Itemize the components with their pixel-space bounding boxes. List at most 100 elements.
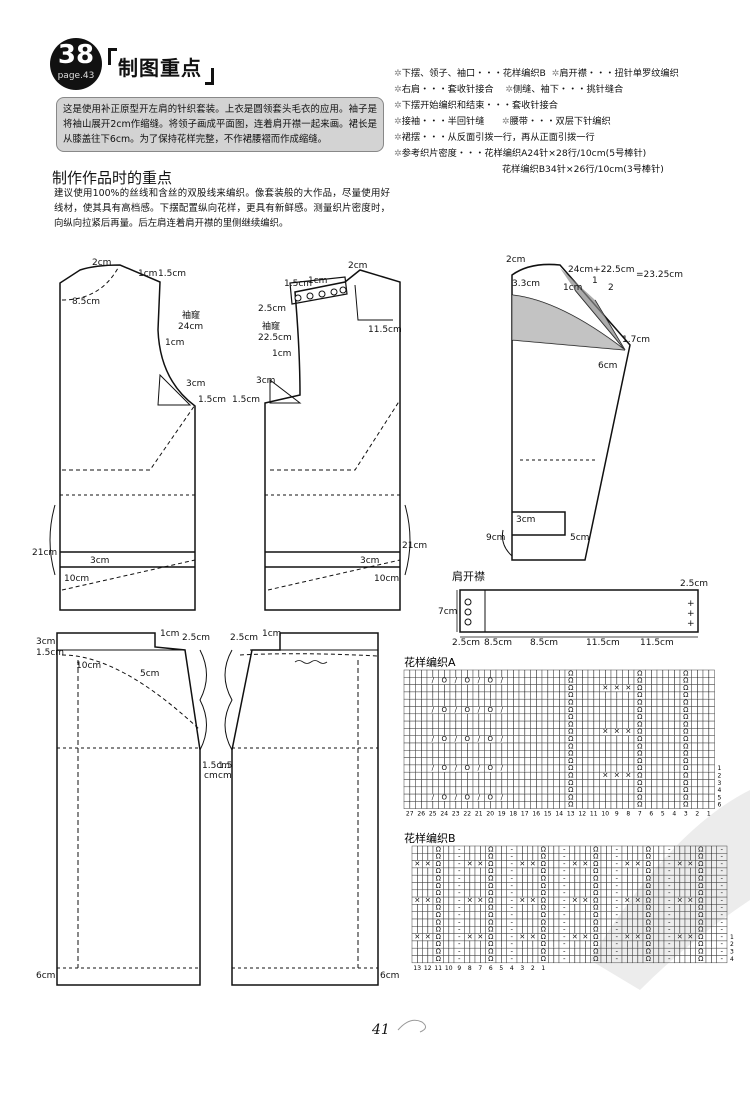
svg-text:|: |: [558, 720, 560, 728]
svg-text:|: |: [489, 713, 491, 721]
svg-text:Ω: Ω: [436, 955, 442, 963]
svg-text:O: O: [487, 793, 493, 801]
svg-text:|: |: [708, 735, 710, 743]
column-number: 3: [684, 811, 688, 818]
svg-text:|: |: [524, 779, 526, 787]
svg-text:✕: ✕: [625, 684, 631, 692]
svg-text:O: O: [487, 764, 493, 772]
svg-text:|: |: [673, 786, 675, 794]
svg-text:|: |: [581, 735, 583, 743]
svg-text:-: -: [720, 845, 723, 853]
svg-text:6cm: 6cm: [598, 361, 617, 371]
svg-text:|: |: [627, 706, 629, 714]
svg-text:|: |: [455, 728, 457, 736]
svg-text:|: |: [662, 779, 664, 787]
svg-text:|: |: [604, 742, 606, 750]
note-row: ✲参考织片密度・・・花样编织A24针×28行/10cm(5号棒针): [394, 148, 647, 159]
svg-text:|: |: [696, 720, 698, 728]
svg-text:O: O: [441, 735, 447, 743]
svg-text:|: |: [708, 728, 710, 736]
svg-text:Ω: Ω: [568, 801, 574, 809]
svg-text:|: |: [416, 853, 418, 861]
column-number: 24: [440, 811, 448, 818]
svg-text:|: |: [708, 786, 710, 794]
svg-text:|: |: [547, 728, 549, 736]
svg-text:1.5cm: 1.5cm: [232, 395, 260, 405]
svg-text:|: |: [443, 786, 445, 794]
svg-text:Ω: Ω: [637, 706, 643, 714]
svg-text:|: |: [535, 713, 537, 721]
svg-text:|: |: [524, 764, 526, 772]
svg-text:3cm: 3cm: [256, 376, 275, 386]
svg-text:6cm: 6cm: [36, 971, 55, 981]
svg-text:|: |: [455, 684, 457, 692]
svg-text:Ω: Ω: [683, 669, 689, 677]
svg-text:|: |: [604, 720, 606, 728]
svg-text:|: |: [535, 684, 537, 692]
svg-text:-: -: [563, 845, 566, 853]
svg-text:|: |: [593, 735, 595, 743]
svg-text:|: |: [650, 772, 652, 780]
page-title: 制图重点: [108, 48, 214, 85]
svg-text:|: |: [626, 845, 628, 853]
svg-text:|: |: [584, 845, 586, 853]
svg-text:Ω: Ω: [436, 845, 442, 853]
svg-text:|: |: [673, 706, 675, 714]
svg-text:|: |: [512, 779, 514, 787]
page-number-swirl: [397, 1019, 426, 1033]
svg-text:|: |: [455, 699, 457, 707]
svg-text:10cm: 10cm: [374, 574, 399, 584]
svg-text:|: |: [581, 677, 583, 685]
svg-text:|: |: [581, 742, 583, 750]
svg-text:|: |: [616, 757, 618, 765]
svg-text:Ω: Ω: [637, 801, 643, 809]
svg-text:|: |: [512, 801, 514, 809]
svg-text:|: |: [696, 742, 698, 750]
svg-text:|: |: [409, 677, 411, 685]
svg-text:|: |: [627, 699, 629, 707]
svg-text:Ω: Ω: [637, 793, 643, 801]
svg-text:|: |: [478, 757, 480, 765]
svg-text:|: |: [432, 742, 434, 750]
svg-text:+: +: [687, 609, 695, 619]
svg-text:Ω: Ω: [683, 735, 689, 743]
svg-text:O: O: [464, 764, 470, 772]
stitch-chart-a: ||||||||||||||Ω|||||Ω|||Ω||||/O/O/O/||||…: [403, 669, 722, 818]
svg-text:5cm: 5cm: [570, 533, 589, 543]
svg-text:8.5cm: 8.5cm: [72, 297, 100, 307]
svg-text:|: |: [501, 786, 503, 794]
svg-text:O: O: [464, 793, 470, 801]
neck-buttons: [294, 286, 347, 302]
svg-text:|: |: [512, 786, 514, 794]
svg-text:|: |: [409, 801, 411, 809]
svg-text:|: |: [581, 764, 583, 772]
svg-text:|: |: [535, 786, 537, 794]
section-heading: 制作作品时的重点: [52, 169, 173, 187]
svg-text:|: |: [627, 801, 629, 809]
svg-text:|: |: [673, 801, 675, 809]
svg-text:|: |: [420, 699, 422, 707]
svg-text:✕: ✕: [614, 684, 620, 692]
svg-text:|: |: [501, 699, 503, 707]
svg-text:|: |: [558, 764, 560, 772]
note-row: ✲右肩・・・套收针接合 ✲侧缝、袖下・・・挑针缝合: [394, 84, 624, 95]
svg-text:8.5cm: 8.5cm: [530, 638, 558, 648]
svg-text:|: |: [479, 845, 481, 853]
svg-text:|: |: [547, 786, 549, 794]
svg-text:Ω: Ω: [568, 706, 574, 714]
svg-text:|: |: [593, 699, 595, 707]
svg-text:|: |: [478, 742, 480, 750]
svg-text:|: |: [409, 669, 411, 677]
svg-text:|: |: [696, 684, 698, 692]
svg-text:2.5cm: 2.5cm: [230, 633, 258, 643]
svg-text:Ω: Ω: [683, 684, 689, 692]
svg-text:|: |: [478, 691, 480, 699]
svg-text:|: |: [443, 669, 445, 677]
svg-text:|: |: [512, 691, 514, 699]
svg-text:|: |: [662, 735, 664, 743]
svg-text:|: |: [689, 845, 691, 853]
column-number: 10: [445, 965, 453, 972]
svg-text:|: |: [469, 853, 471, 861]
column-number: 4: [510, 965, 514, 972]
svg-text:|: |: [616, 793, 618, 801]
